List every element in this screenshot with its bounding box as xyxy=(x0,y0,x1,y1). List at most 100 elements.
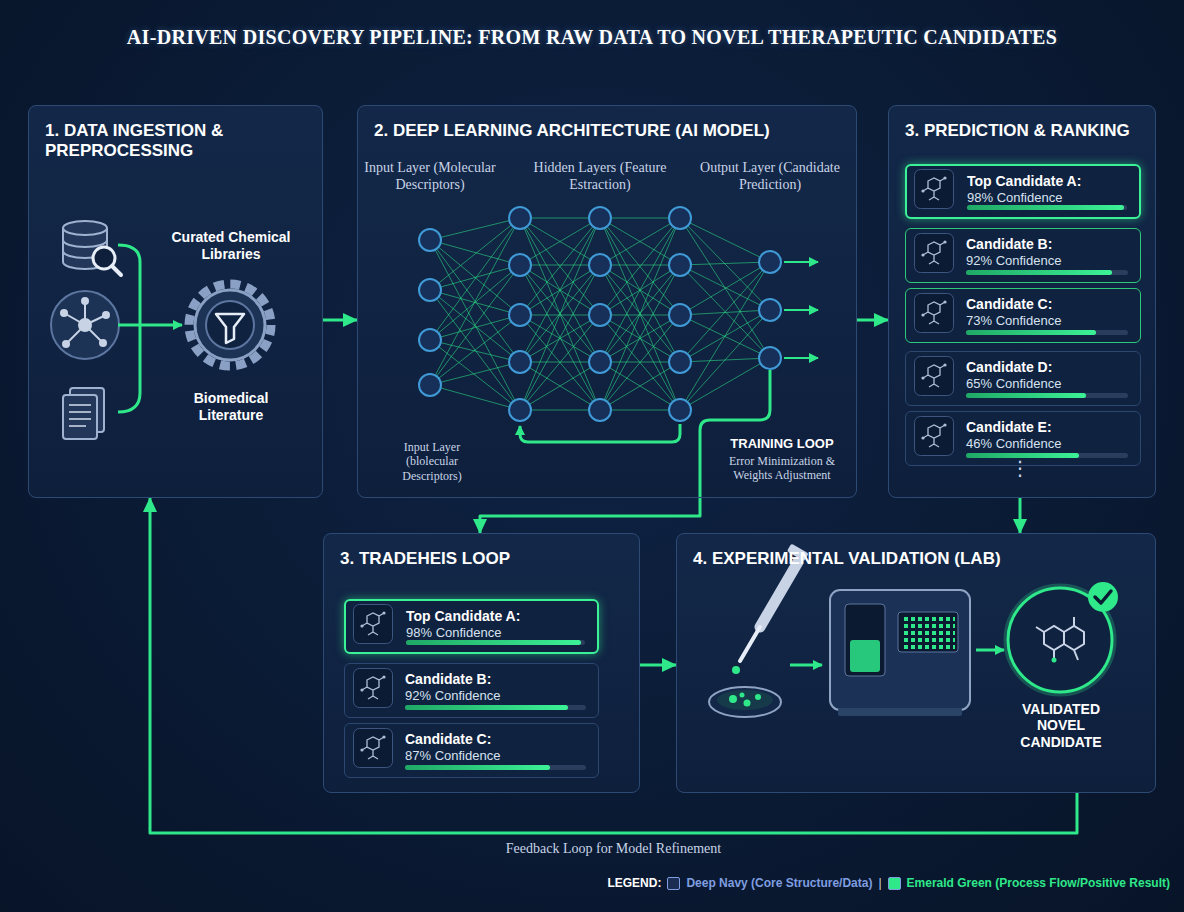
synapse-line xyxy=(680,262,770,265)
neuron xyxy=(589,254,611,276)
synapse-line xyxy=(430,265,520,385)
synapse-line xyxy=(680,265,770,310)
synapse-line xyxy=(600,218,680,315)
loop-description: Error Minimization & Weights Adjustment xyxy=(712,454,852,483)
synapse-line xyxy=(600,265,680,410)
neuron xyxy=(509,207,531,229)
candidate-name: Candidate B: xyxy=(966,236,1132,253)
confidence-fill xyxy=(966,330,1096,335)
synapse-line xyxy=(520,265,600,362)
synapse-line xyxy=(680,315,770,358)
diagram-title: AI-DRIVEN DISCOVERY PIPELINE: FROM RAW D… xyxy=(0,26,1184,49)
synapse-line xyxy=(520,218,600,219)
confidence-bar xyxy=(966,270,1128,275)
synapse-line xyxy=(520,410,600,411)
synapse-line xyxy=(430,340,520,410)
connector-label: Feedback Loop for Model Refinement xyxy=(502,841,725,857)
candidate-name: Candidate D: xyxy=(966,359,1132,376)
more-indicator: ⋮ xyxy=(1005,456,1035,480)
synapse-line xyxy=(680,310,770,315)
synapse-line xyxy=(680,265,770,358)
candidate-card: Candidate D:65% Confidence xyxy=(905,351,1141,406)
neuron xyxy=(759,251,781,273)
neuron xyxy=(669,399,691,421)
confidence-value: 92% Confidence xyxy=(966,253,1132,269)
confidence-bar xyxy=(966,453,1128,458)
synapse-line xyxy=(600,362,680,363)
flow-arrow xyxy=(976,649,1004,652)
synapse-line xyxy=(520,315,600,410)
confidence-bar xyxy=(966,330,1128,335)
candidate-molecule-icons xyxy=(354,170,954,768)
synapse-line xyxy=(430,265,520,340)
synapse-line xyxy=(430,240,520,265)
layer-label: Hidden Layers (Feature Estraction) xyxy=(530,160,670,194)
synapse-line xyxy=(520,265,600,266)
synapse-line xyxy=(430,240,520,315)
candidate-card: Candidate B:92% Confidence xyxy=(905,228,1141,283)
synapse-line xyxy=(430,218,520,385)
neuron xyxy=(509,351,531,373)
flow-connector xyxy=(640,664,676,667)
confidence-value: 73% Confidence xyxy=(966,313,1132,329)
gear-filter-icon xyxy=(189,284,271,366)
neural-network xyxy=(419,207,818,421)
synapse-line xyxy=(680,310,770,362)
confidence-bar xyxy=(966,393,1128,398)
synapse-line xyxy=(680,262,770,315)
synapse-line xyxy=(680,218,770,262)
synapse-line xyxy=(600,362,680,410)
validated-molecule-badge xyxy=(1008,582,1118,692)
source-label: Curated Chemical Libraries xyxy=(161,229,301,263)
synapse-line xyxy=(600,218,680,410)
layer-label: Input Layer (blolecular Descriptors) xyxy=(383,440,481,483)
synapse-line xyxy=(600,218,680,265)
synapse-line xyxy=(600,218,680,410)
layer-label: Input Layer (Molecular Descriptors) xyxy=(360,160,500,194)
legend-swatch xyxy=(667,877,680,890)
neuron xyxy=(509,254,531,276)
training-loop-lines xyxy=(520,370,770,497)
neuron xyxy=(589,304,611,326)
flow-connector xyxy=(1019,498,1022,533)
synapse-line xyxy=(680,358,770,362)
candidate-card: Top Candidate A:98% Confidence xyxy=(905,164,1141,219)
candidate-name: Top Candidate A: xyxy=(967,173,1131,190)
preprocessing-node: Curated Chemical LibrariesBiomedical Lit… xyxy=(161,229,301,424)
database-icon xyxy=(63,221,121,275)
synapse-line xyxy=(680,218,770,310)
synapse-line xyxy=(600,410,680,411)
synapse-line xyxy=(680,262,770,362)
synapse-line xyxy=(600,315,680,410)
synapse-line xyxy=(430,385,520,410)
synapse-line xyxy=(520,218,600,265)
confidence-bar xyxy=(405,705,586,710)
candidate-card: Candidate C:73% Confidence xyxy=(905,288,1141,343)
synapse-line xyxy=(430,362,520,385)
synapse-line xyxy=(430,265,520,290)
synapse-line xyxy=(430,290,520,362)
synapse-line xyxy=(430,290,520,315)
legend-text: Emerald Green (Process Flow/Positive Res… xyxy=(907,876,1170,890)
neuron xyxy=(589,207,611,229)
synapse-line xyxy=(430,218,520,340)
synapse-line xyxy=(600,265,680,315)
synapse-line xyxy=(520,362,600,410)
synapse-line xyxy=(600,315,680,410)
neuron xyxy=(419,229,441,251)
stage-panel: 3. TRADEHEIS LOOPTop Candidate A:98% Con… xyxy=(323,533,640,793)
legend-text: Deep Navy (Core Structure/Data) xyxy=(686,876,872,890)
candidate-card: Candidate B:92% Confidence xyxy=(344,663,599,718)
candidate-name: Candidate E: xyxy=(966,419,1132,436)
synapse-line xyxy=(520,218,600,315)
neuron xyxy=(589,351,611,373)
synapse-line xyxy=(600,218,680,315)
source-label: Biomedical Literature xyxy=(161,390,301,424)
layer-label: Output Layer (Candidate Prediction) xyxy=(700,160,840,194)
document-icon xyxy=(63,388,104,439)
panel-heading: 3. TRADEHEIS LOOP xyxy=(340,549,625,569)
legend: LEGEND:Deep Navy (Core Structure/Data)|E… xyxy=(607,876,1170,890)
synapse-line xyxy=(520,265,600,410)
legend-swatch xyxy=(888,877,901,890)
